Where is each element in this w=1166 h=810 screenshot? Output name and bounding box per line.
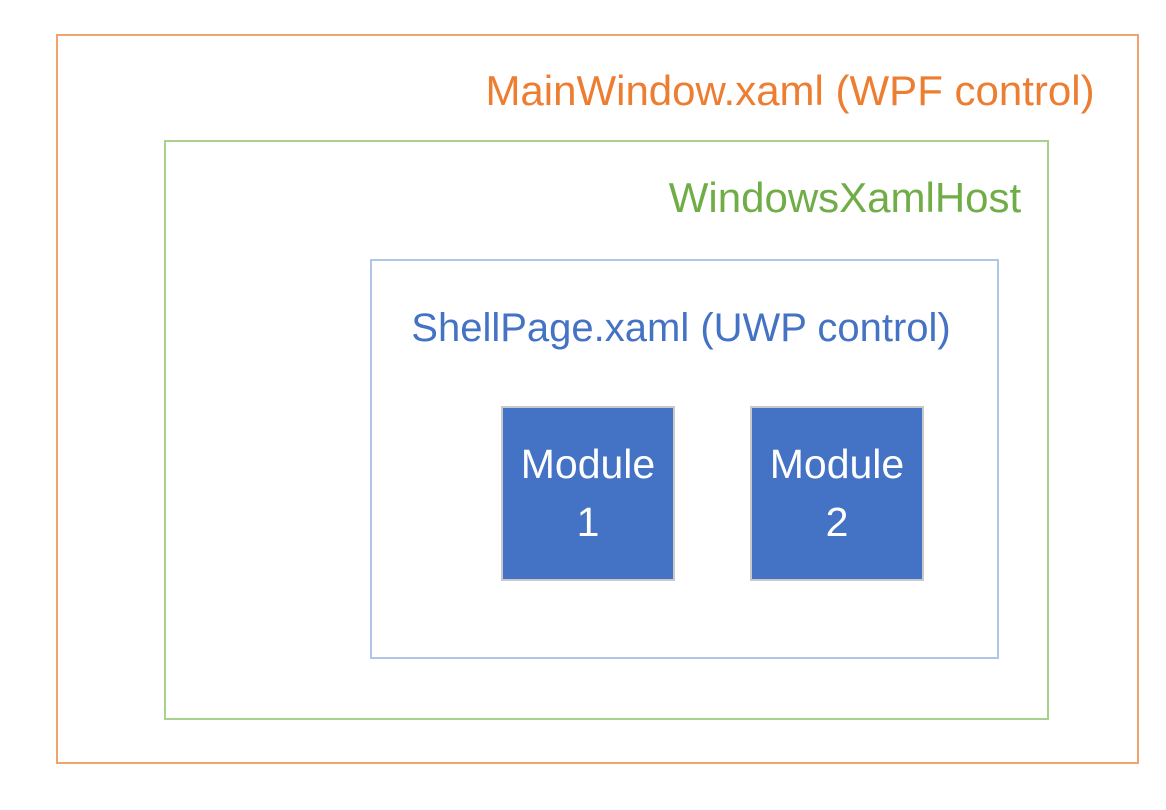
module-2-label-line2: 2: [825, 498, 849, 545]
module-2-label-line1: Module: [769, 441, 905, 488]
module-1-label-line1: Module: [520, 441, 656, 488]
windows-xaml-host-box: [164, 140, 1049, 720]
mainwindow-wpf-box: [56, 34, 1139, 764]
module-1-box: Module 1: [501, 406, 675, 581]
mainwindow-wpf-label: MainWindow.xaml (WPF control): [485, 67, 1095, 114]
module-2-box: Module 2: [750, 406, 924, 581]
module-1-label-line2: 1: [576, 498, 600, 545]
windows-xaml-host-label: WindowsXamlHost: [668, 174, 1022, 221]
shellpage-uwp-box: [370, 259, 999, 659]
shellpage-uwp-label: ShellPage.xaml (UWP control): [411, 306, 951, 350]
